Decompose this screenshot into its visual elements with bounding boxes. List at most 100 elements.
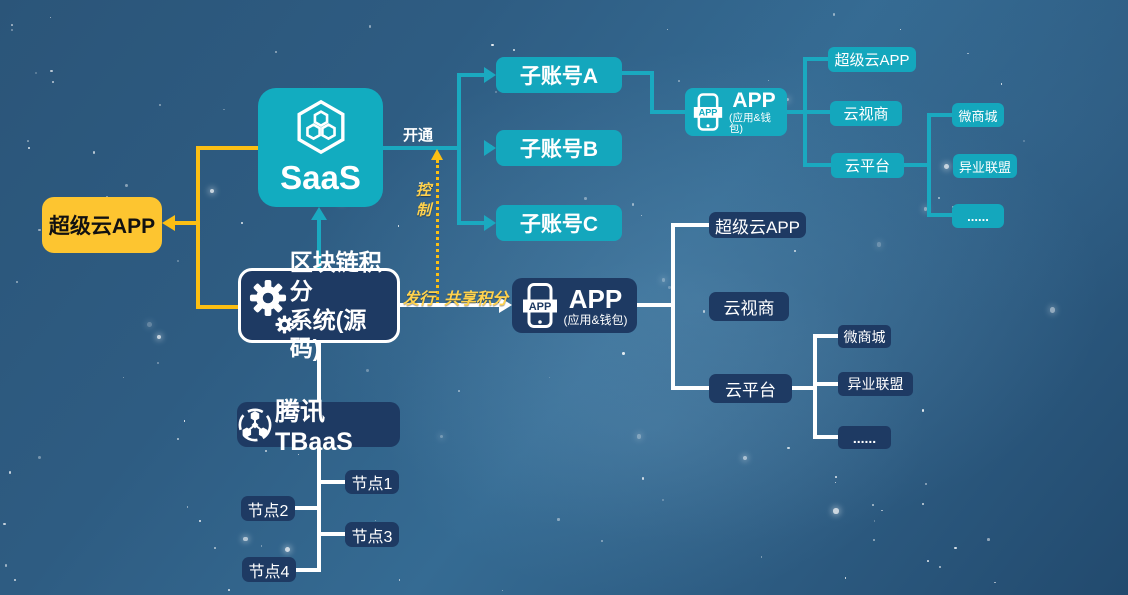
star-dot	[241, 222, 243, 224]
star-dot	[844, 577, 847, 579]
phone-app-icon: APP	[522, 282, 558, 329]
app-wallet-main-box: APP APP (应用&钱包)	[512, 278, 637, 333]
star-dot	[223, 108, 225, 110]
channel-label: 云视商	[723, 299, 775, 318]
node-label: 节点2	[247, 502, 289, 520]
star-dot	[1022, 140, 1025, 143]
sub-account-b-box: 子账号B	[496, 130, 622, 166]
star-dot	[873, 520, 876, 522]
star-dot	[265, 449, 268, 452]
gear-small-icon	[275, 314, 294, 334]
connector-line	[196, 305, 242, 309]
connector-line	[813, 435, 839, 439]
app-wallet-top-title: APP	[732, 89, 776, 112]
star-dot	[621, 352, 625, 355]
tbaas-node-2: 节点2	[241, 496, 295, 521]
star-dot	[439, 434, 444, 439]
saas-box: SaaS	[258, 88, 383, 207]
star-dot	[214, 546, 217, 549]
star-dot	[105, 195, 108, 198]
star-dot	[833, 508, 839, 514]
star-dot	[8, 471, 12, 474]
star-dot	[156, 362, 159, 364]
sub-account-a-box: 子账号A	[496, 57, 622, 93]
star-dot	[37, 455, 41, 459]
star-dot	[13, 579, 16, 582]
arrowhead-up-icon	[431, 149, 443, 160]
app-wallet-top-box: APP APP (应用&钱包)	[685, 88, 787, 136]
star-dot	[198, 519, 201, 522]
star-dot	[937, 197, 941, 200]
star-dot	[27, 140, 30, 143]
star-dot	[1049, 307, 1055, 313]
star-dot	[10, 28, 14, 31]
connector-line	[803, 57, 830, 61]
star-dot	[491, 43, 495, 47]
connector-line	[317, 480, 347, 484]
star-dot	[4, 563, 8, 567]
star-dot	[873, 539, 875, 542]
channel-label: 超级云APP	[834, 52, 910, 69]
blockchain-system-box: 区块链积分 系统(源码)	[238, 249, 400, 361]
star-dot	[419, 181, 422, 184]
star-dot	[994, 581, 996, 584]
connector-line	[196, 146, 260, 150]
arrowhead-left-icon	[162, 215, 175, 231]
connector-line	[637, 303, 675, 307]
star-dot	[11, 24, 13, 27]
star-dot	[176, 437, 179, 440]
star-dot	[702, 309, 706, 313]
channel-label: ......	[967, 208, 989, 224]
tbaas-label: 腾讯TBaaS	[275, 398, 353, 456]
star-dot	[495, 90, 498, 93]
channel-label: 云平台	[844, 158, 890, 175]
connector-line	[457, 73, 461, 225]
star-dot	[125, 184, 129, 188]
star-dot	[457, 390, 460, 392]
star-dot	[921, 408, 925, 412]
connector-line	[787, 110, 807, 114]
star-dot	[661, 278, 666, 283]
star-dot	[636, 433, 642, 439]
app-channel-yunshishang: 云视商	[709, 292, 789, 321]
arrowhead-right-icon	[484, 215, 496, 231]
saas-channel-ellipsis: ......	[952, 204, 1004, 228]
star-dot	[512, 48, 515, 51]
gears-icon	[249, 275, 294, 337]
saas-channel-yunshishang: 云视商	[830, 101, 902, 126]
phone-app-icon-label: APP	[528, 301, 551, 313]
control-dotted-line	[436, 160, 439, 305]
star-dot	[927, 560, 929, 562]
star-dot	[584, 196, 587, 200]
star-dot	[27, 147, 30, 150]
star-dot	[156, 335, 161, 340]
star-dot	[147, 322, 152, 327]
star-dot	[3, 522, 6, 526]
saas-channel-yiyelianmeng: 异业联盟	[953, 154, 1017, 178]
star-dot	[876, 242, 882, 247]
star-dot	[176, 259, 179, 262]
connector-line	[813, 334, 839, 338]
connector-line	[295, 568, 319, 572]
gear-icon	[249, 279, 287, 316]
star-dot	[954, 546, 958, 550]
star-dot	[549, 376, 551, 379]
star-dot	[835, 482, 837, 484]
tbaas-node-4: 节点4	[242, 557, 296, 582]
channel-label: 异业联盟	[958, 159, 1011, 175]
connector-line	[174, 221, 200, 225]
connector-line	[927, 113, 931, 217]
saas-channel-yunpingtai: 云平台	[831, 153, 904, 178]
app-wallet-main-title: APP	[568, 283, 623, 314]
star-dot	[183, 420, 186, 422]
edge-label-activate: 开通	[403, 127, 434, 144]
star-dot	[243, 536, 248, 542]
arrowhead-right-icon	[499, 297, 512, 313]
app-channel-yunpingtai: 云平台	[709, 374, 792, 403]
app-channel-ellipsis: ......	[838, 426, 891, 449]
star-dot	[50, 69, 53, 73]
node-label: 节点3	[351, 528, 393, 546]
star-dot	[274, 50, 277, 53]
arrowhead-up-icon	[311, 207, 327, 220]
star-dot	[742, 455, 747, 460]
